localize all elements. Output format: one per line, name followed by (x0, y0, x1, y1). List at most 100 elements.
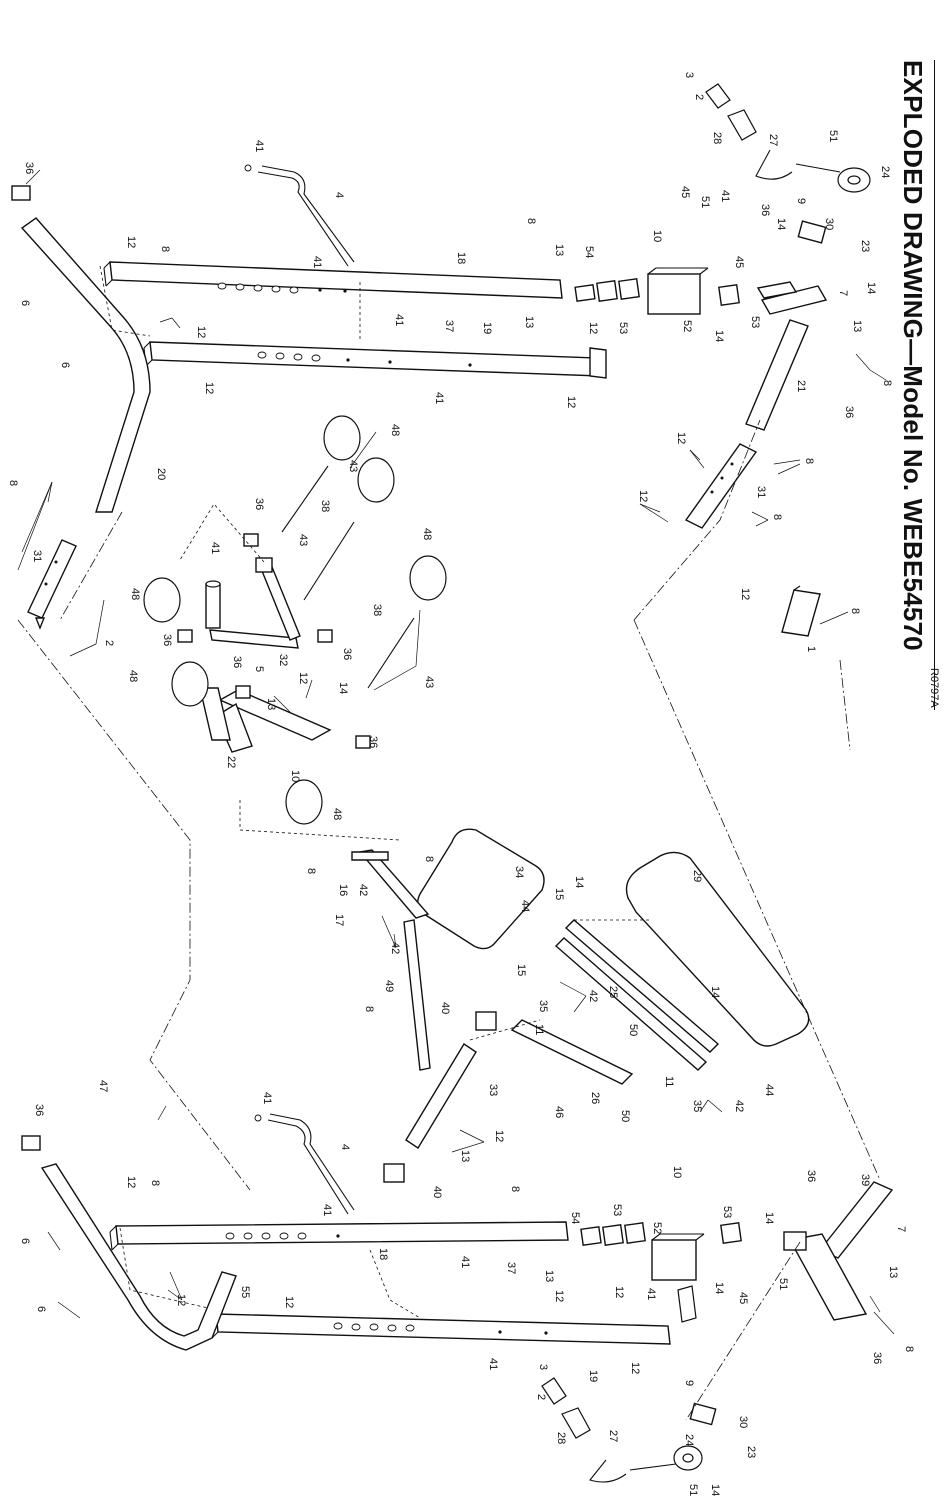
part-label-53: 53 (617, 322, 629, 334)
part-label-35: 35 (691, 1100, 703, 1112)
part-label-51: 51 (699, 196, 711, 208)
part-label-41: 41 (645, 1288, 657, 1300)
part-label-30: 30 (823, 218, 835, 230)
part-label-8: 8 (849, 608, 861, 614)
part-label-35: 35 (537, 1000, 549, 1012)
part-label-41: 41 (459, 1256, 471, 1268)
frame-39 (783, 1181, 894, 1321)
adjuster-26 (510, 1019, 634, 1085)
part-label-52: 52 (681, 320, 693, 332)
frame-21 (745, 281, 828, 431)
part-label-12: 12 (125, 236, 137, 248)
part-label-8: 8 (7, 480, 19, 486)
part-label-28: 28 (555, 1432, 567, 1444)
slide-52-top (647, 267, 709, 315)
bracket-30-bottom (689, 1402, 717, 1426)
part-label-12: 12 (175, 1294, 187, 1306)
part-label-14: 14 (775, 218, 787, 230)
part-label-36: 36 (33, 1104, 45, 1116)
part-label-18: 18 (377, 1248, 389, 1260)
part-label-12: 12 (195, 326, 207, 338)
part-label-41: 41 (321, 1204, 333, 1216)
part-label-14: 14 (763, 1212, 775, 1224)
part-label-36: 36 (23, 162, 35, 174)
part-label-38: 38 (319, 500, 331, 512)
part-label-28: 28 (711, 132, 723, 144)
part-label-13: 13 (523, 316, 535, 328)
part-label-19: 19 (587, 1370, 599, 1382)
part-label-44: 44 (519, 900, 531, 912)
base-tube-55 (21, 1135, 237, 1351)
part-label-8: 8 (363, 1006, 375, 1012)
part-label-38: 38 (371, 604, 383, 616)
crossbar-31-right (684, 443, 758, 529)
pulley-arm-4-top (244, 164, 355, 267)
part-label-12: 12 (553, 1290, 565, 1302)
frame-33 (383, 1011, 497, 1183)
part-label-12: 12 (493, 1130, 505, 1142)
part-label-14: 14 (713, 1282, 725, 1294)
part-label-10: 10 (671, 1166, 683, 1178)
part-label-23: 23 (745, 1446, 757, 1458)
part-label-43: 43 (297, 534, 309, 546)
part-label-41: 41 (393, 314, 405, 326)
part-label-52: 52 (651, 1222, 663, 1234)
part-label-47: 47 (97, 1080, 109, 1092)
part-label-8: 8 (305, 868, 317, 874)
part-label-10: 10 (289, 770, 301, 782)
part-label-9: 9 (683, 1380, 695, 1386)
part-label-24: 24 (879, 166, 891, 178)
pin-2-28-top (705, 83, 757, 141)
bushings-53-54-top (574, 278, 740, 306)
part-label-14: 14 (709, 986, 721, 998)
part-label-14: 14 (713, 330, 725, 342)
part-label-53: 53 (749, 316, 761, 328)
part-label-55: 55 (239, 1286, 251, 1298)
part-label-31: 31 (755, 486, 767, 498)
part-label-22: 22 (225, 756, 237, 768)
part-label-5: 5 (253, 666, 265, 672)
part-label-37: 37 (443, 320, 455, 332)
part-label-48: 48 (421, 528, 433, 540)
upright-19-top (143, 341, 607, 379)
part-label-36: 36 (843, 406, 855, 418)
part-label-10: 10 (651, 230, 663, 242)
part-label-20: 20 (155, 468, 167, 480)
part-label-21: 21 (795, 380, 807, 392)
part-label-15: 15 (553, 888, 565, 900)
upright-18-top (103, 261, 563, 299)
part-number-labels: 36 6 6 12 8 12 12 20 8 31 2 41 4 41 18 4… (7, 72, 915, 1496)
title-rule (934, 60, 935, 710)
base-tube-20 (11, 185, 151, 513)
part-label-51: 51 (777, 1278, 789, 1290)
part-label-36: 36 (253, 498, 265, 510)
pin-2-28-bottom (541, 1377, 591, 1439)
part-label-30: 30 (737, 1416, 749, 1428)
part-label-48: 48 (127, 670, 139, 682)
part-label-54: 54 (569, 1212, 581, 1224)
part-label-12: 12 (203, 382, 215, 394)
part-label-8: 8 (525, 218, 537, 224)
leader-lines (17, 169, 895, 1335)
part-label-12: 12 (629, 1362, 641, 1374)
part-label-26: 26 (589, 1092, 601, 1104)
part-label-36: 36 (759, 204, 771, 216)
part-label-51: 51 (687, 1484, 699, 1496)
part-label-6: 6 (35, 1306, 47, 1312)
part-label-2: 2 (693, 94, 705, 100)
part-label-6: 6 (19, 300, 31, 306)
part-label-41: 41 (261, 1092, 273, 1104)
back-frame-25 (554, 919, 720, 1071)
part-label-8: 8 (159, 246, 171, 252)
pivot-post-top (205, 580, 221, 629)
part-label-8: 8 (881, 380, 893, 386)
part-label-40: 40 (439, 1002, 451, 1014)
part-label-45: 45 (737, 1292, 749, 1304)
part-label-12: 12 (125, 1176, 137, 1188)
part-label-49: 49 (383, 980, 395, 992)
part-label-42: 42 (389, 942, 401, 954)
part-label-27: 27 (767, 134, 779, 146)
part-label-41: 41 (487, 1358, 499, 1370)
part-label-37: 37 (505, 1262, 517, 1274)
part-label-2: 2 (535, 1394, 547, 1400)
